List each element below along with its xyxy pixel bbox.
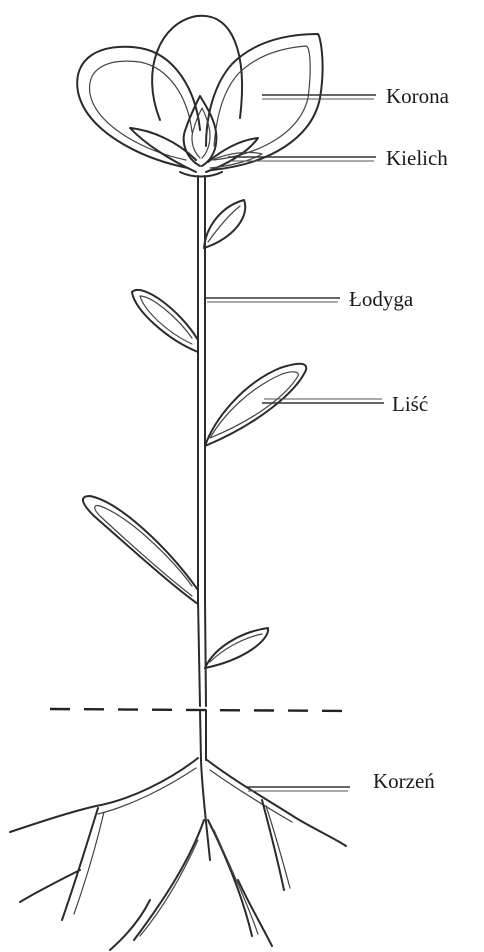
root-right-lower — [262, 800, 284, 890]
leaves — [83, 200, 306, 668]
labels: Korona Kielich Łodyga Liść Korzeń — [349, 84, 450, 793]
root-right-long — [207, 760, 346, 846]
stem-left-edge — [197, 176, 200, 706]
label-lodyga: Łodyga — [349, 287, 414, 311]
corolla — [77, 16, 322, 170]
root-center-right-twig — [238, 880, 272, 946]
petal-right-inner — [214, 46, 310, 160]
label-lisc: Liść — [392, 392, 428, 416]
label-korona: Korona — [386, 84, 450, 108]
stem-right-edge — [204, 176, 206, 706]
root-left-long-2 — [98, 768, 196, 814]
root-left-long — [10, 758, 198, 832]
label-korzen: Korzeń — [373, 769, 435, 793]
root-left-twig — [20, 870, 80, 902]
leaf-4-inner — [95, 505, 192, 596]
leaf-5 — [205, 628, 268, 668]
root-left-lower-b — [74, 812, 104, 914]
stem — [197, 176, 206, 706]
roots — [10, 710, 346, 950]
root-center-right — [208, 820, 252, 936]
root-center-left — [134, 820, 204, 940]
receptacle — [180, 172, 222, 177]
leader-lines — [205, 95, 384, 791]
root-left-lower — [62, 808, 98, 920]
root-right-long-2 — [210, 770, 292, 822]
label-kielich: Kielich — [386, 146, 448, 170]
